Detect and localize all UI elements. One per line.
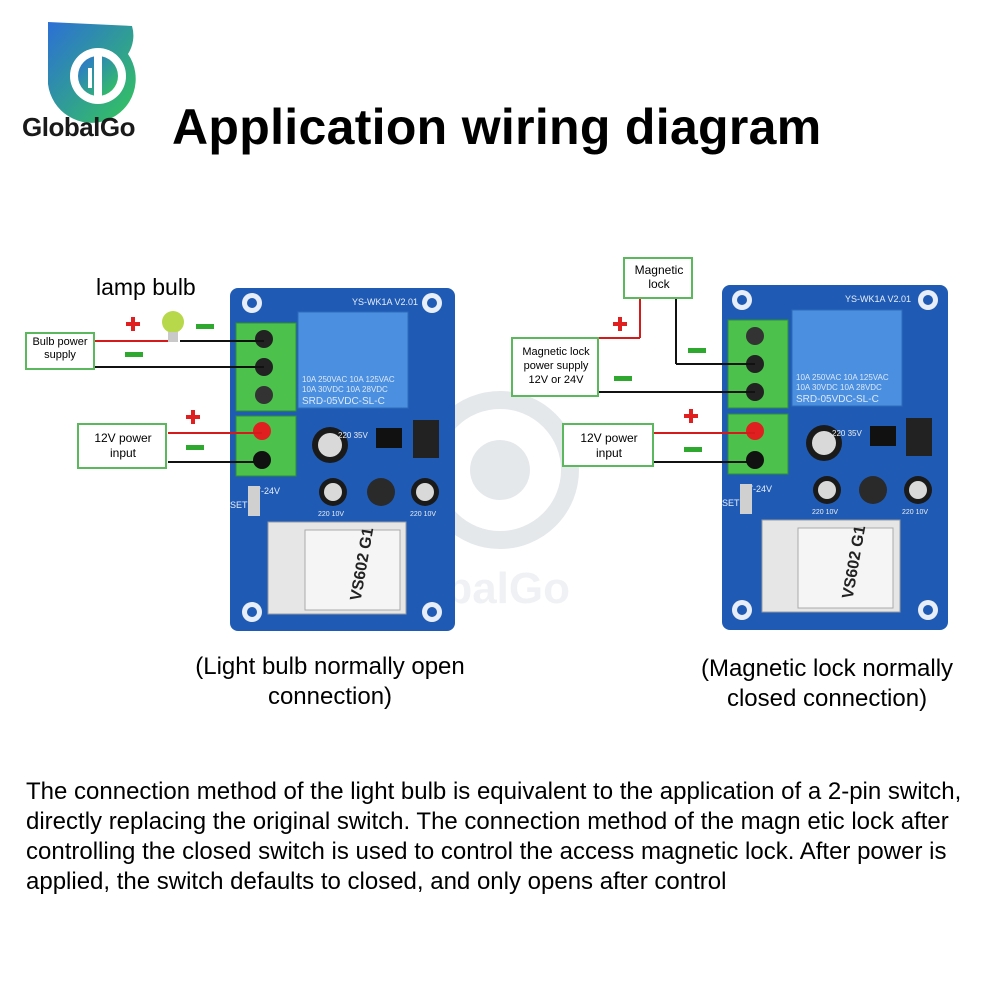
minus-icon (125, 352, 143, 357)
bulb-power-supply-label: Bulb power supply (32, 336, 88, 361)
plus-icon (126, 317, 140, 331)
left-relay-board: YS-WK1A V2.01 10A 250VAC 10A 125VAC 10A … (230, 288, 455, 631)
lamp-bulb-label: lamp bulb (96, 274, 196, 300)
plus-icon (613, 317, 627, 331)
minus-icon (196, 324, 214, 329)
plus-icon (684, 409, 698, 423)
minus-icon (614, 376, 632, 381)
cap-label: 220 35V (338, 431, 368, 440)
minus-icon (684, 447, 702, 452)
board-code: YS-WK1A V2.01 (845, 294, 911, 304)
set-label: SET (230, 500, 248, 510)
description-text: The connection method of the light bulb … (26, 778, 962, 895)
relay-model: SRD-05VDC-SL-C (796, 394, 879, 405)
mounting-hole-icon (422, 293, 442, 313)
minus-icon (186, 445, 204, 450)
globalgo-logo-icon (48, 22, 136, 123)
cap-small-1: 220 10V (318, 511, 344, 518)
lock-power-supply-label: Magnetic lock power supply 12V or 24V (522, 346, 590, 386)
cap-small-2: 220 10V (902, 509, 928, 516)
plus-icon (186, 410, 200, 424)
page-title: Application wiring diagram (172, 99, 822, 155)
right-caption: (Magnetic lock normally closed connectio… (700, 655, 954, 712)
mounting-hole-icon (732, 600, 752, 620)
relay-spec-1: 10A 250VAC 10A 125VAC (302, 375, 395, 384)
left-power-input-label: 12V power input (94, 431, 152, 460)
mounting-hole-icon (242, 602, 262, 622)
lamp-bulb-icon (162, 311, 184, 342)
left-wiring (25, 311, 264, 469)
relay-spec-2: 10A 30VDC 10A 28VDC (796, 383, 882, 392)
magnetic-lock-label: Magnetic lock (634, 263, 684, 291)
cap-label: 220 35V (832, 429, 862, 438)
cap-small-1: 220 10V (812, 509, 838, 516)
cap-small-2: 220 10V (410, 511, 436, 518)
mounting-hole-icon (242, 293, 262, 313)
mounting-hole-icon (422, 602, 442, 622)
relay-model: SRD-05VDC-SL-C (302, 396, 385, 407)
right-relay-board: YS-WK1A V2.01 10A 250VAC 10A 125VAC 10A … (722, 285, 948, 630)
mounting-hole-icon (918, 290, 938, 310)
brand-name: GlobalGo (22, 112, 136, 142)
set-label: SET (722, 498, 740, 508)
voltage-label: 7-24V (256, 486, 280, 496)
board-code: YS-WK1A V2.01 (352, 297, 418, 307)
minus-icon (688, 348, 706, 353)
relay-spec-2: 10A 30VDC 10A 28VDC (302, 385, 388, 394)
right-power-input-label: 12V power input (580, 431, 638, 460)
mounting-hole-icon (918, 600, 938, 620)
right-wiring (511, 257, 755, 467)
relay-spec-1: 10A 250VAC 10A 125VAC (796, 373, 889, 382)
left-caption: (Light bulb normally open connection) (195, 653, 465, 710)
voltage-label: 7-24V (748, 484, 772, 494)
mounting-hole-icon (732, 290, 752, 310)
